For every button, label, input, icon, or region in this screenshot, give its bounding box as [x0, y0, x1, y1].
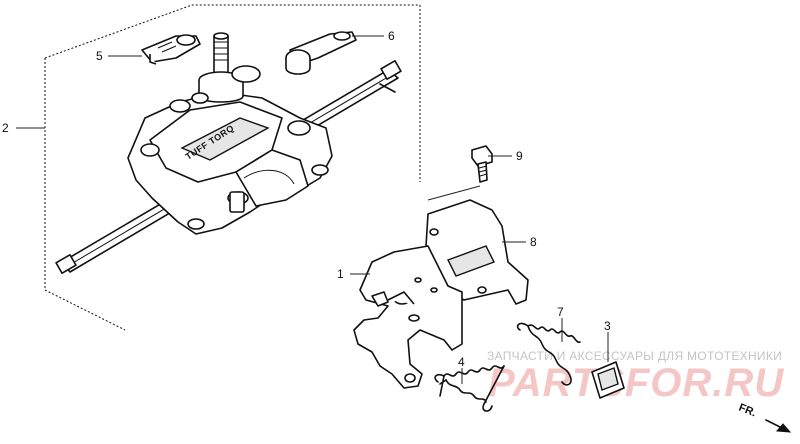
mounting-plate	[353, 245, 463, 389]
watermark-tagline: ЗАПЧАСТИ И АКСЕССУАРЫ ДЛЯ МОТОТЕХНИКИ	[487, 349, 782, 363]
watermark-logo: PARTSFOR.RU	[488, 361, 784, 405]
callout-5: 5	[96, 49, 103, 63]
assembly-boundary	[44, 4, 421, 331]
bolt-part-9	[471, 145, 493, 183]
spring-part-7	[516, 322, 581, 386]
spring-part-4	[434, 365, 505, 412]
leader-lines	[16, 35, 609, 384]
front-direction-marker: FR.	[737, 402, 792, 433]
callout-1: 1	[337, 267, 344, 281]
transmission-assembly: TUFF TORQ	[55, 32, 402, 274]
input-shaft	[191, 32, 261, 104]
damper-pad-part-3	[591, 361, 625, 399]
callout-9: 9	[516, 149, 523, 163]
housing-bolt-bosses	[140, 99, 329, 230]
gear-case	[235, 149, 309, 207]
callout-6: 6	[388, 29, 395, 43]
callout-labels: 2 5 6 9 8 1 7 3 4	[2, 29, 611, 369]
control-lever-part-5	[141, 34, 201, 65]
callout-7: 7	[557, 305, 564, 319]
callout-4: 4	[458, 355, 465, 369]
front-arrow-icon	[775, 423, 792, 433]
callout-8: 8	[530, 235, 537, 249]
shift-arm-part-6	[285, 31, 357, 75]
callout-3: 3	[604, 319, 611, 333]
callout-2: 2	[2, 121, 9, 135]
